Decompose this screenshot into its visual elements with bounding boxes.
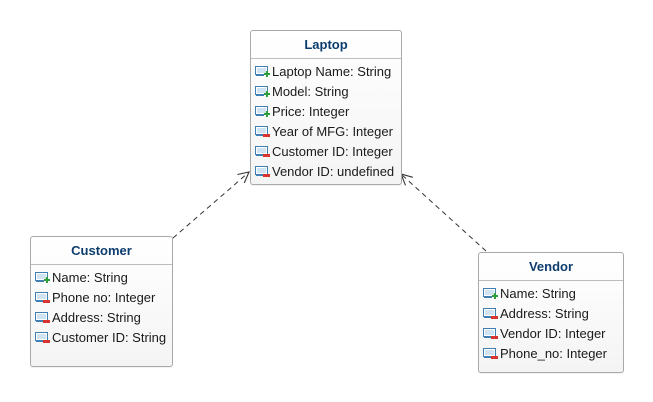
public-attribute-icon [483,287,499,301]
attribute-text: Price: Integer [272,104,350,119]
attribute-text: Phone no: Integer [52,290,156,305]
attribute-text: Address: String [52,310,141,325]
dependency-line [401,174,487,252]
attribute-row[interactable]: Price: Integer [251,102,401,122]
attribute-row[interactable]: Name: String [31,268,172,288]
attribute-text: Vendor ID: Integer [500,326,606,341]
dependency-line [172,172,249,239]
attribute-row[interactable]: Vendor ID: Integer [479,324,623,344]
class-name: Vendor [479,253,623,281]
attribute-text: Name: String [500,286,576,301]
dependency-vendor-to-laptop[interactable] [400,173,487,252]
attribute-row[interactable]: Model: String [251,82,401,102]
private-attribute-icon [35,311,51,325]
public-attribute-icon [255,105,271,119]
attribute-text: Customer ID: Integer [272,144,393,159]
attribute-text: Laptop Name: String [272,64,392,79]
private-attribute-icon [483,347,499,361]
private-attribute-icon [483,307,499,321]
attribute-row[interactable]: Vendor ID: undefined [251,162,401,182]
attribute-text: Address: String [500,306,589,321]
public-attribute-icon [255,65,271,79]
private-attribute-icon [255,145,271,159]
open-arrowhead-icon [237,171,250,184]
attribute-row[interactable]: Name: String [479,284,623,304]
attribute-text: Phone_no: Integer [500,346,607,361]
public-attribute-icon [35,271,51,285]
class-name: Laptop [251,31,401,59]
attribute-row[interactable]: Phone_no: Integer [479,344,623,364]
attribute-text: Customer ID: String [52,330,167,345]
private-attribute-icon [483,327,499,341]
attribute-row[interactable]: Laptop Name: String [251,62,401,82]
attribute-text: Year of MFG: Integer [272,124,393,139]
attribute-row[interactable]: Phone no: Integer [31,288,172,308]
attribute-row[interactable]: Address: String [31,308,172,328]
private-attribute-icon [35,291,51,305]
class-name: Customer [31,237,172,265]
attribute-text: Vendor ID: undefined [272,164,395,179]
attribute-row[interactable]: Customer ID: Integer [251,142,401,162]
attribute-row[interactable]: Address: String [479,304,623,324]
public-attribute-icon [255,85,271,99]
attribute-row[interactable]: Year of MFG: Integer [251,122,401,142]
attribute-text: Name: String [52,270,128,285]
private-attribute-icon [35,331,51,345]
dependency-customer-to-laptop[interactable] [172,171,250,239]
private-attribute-icon [255,165,271,179]
private-attribute-icon [255,125,271,139]
attribute-text: Model: String [272,84,349,99]
attribute-row[interactable]: Customer ID: String [31,328,172,348]
